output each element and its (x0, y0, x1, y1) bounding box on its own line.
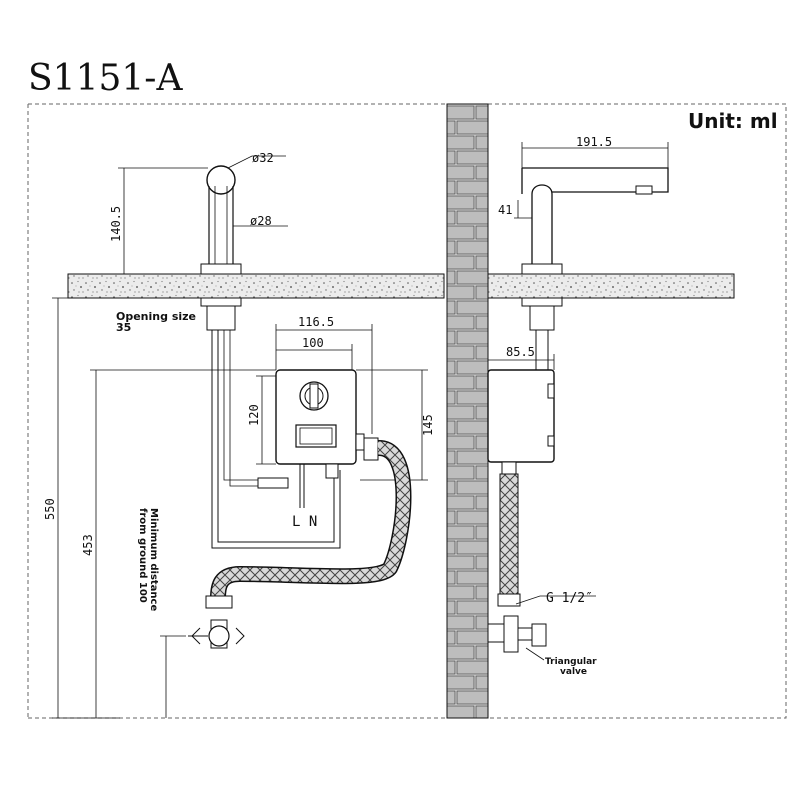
unit-label: Unit: ml (688, 109, 778, 133)
sensor-plug (257, 477, 289, 489)
dim-453: 453 (81, 534, 95, 556)
dim-box-height: 120 (247, 404, 261, 426)
side-view: 191.5 41 85.5 G 1/2″ Triangular valve (487, 135, 735, 677)
valve-label-line2: valve (560, 667, 587, 677)
faucet-head-icon (206, 165, 236, 195)
dim-550: 550 (43, 498, 57, 520)
min-distance-line1: Minimum distance (148, 508, 159, 611)
hose-nut (205, 595, 233, 609)
dim-top-diameter: ø32 (252, 151, 274, 165)
dim-box-depth: 85.5 (506, 345, 535, 359)
min-distance-line2: from ground 100 (137, 508, 148, 603)
dim-box-inner-width: 100 (302, 336, 324, 350)
power-labels: L N (292, 514, 317, 530)
thread-label: G 1/2″ (546, 591, 593, 606)
brick-wall (446, 103, 489, 719)
dim-spout-length: 191.5 (576, 135, 612, 149)
opening-size-label: Opening size (116, 310, 196, 323)
side-countertop (487, 273, 735, 299)
faucet-base (200, 263, 242, 275)
front-view-frame (27, 103, 445, 719)
dim-spout-thickness: 41 (498, 203, 512, 217)
spout-outlet (635, 185, 653, 195)
triangular-valve (503, 615, 519, 653)
front-view: 140.5 ø32 ø28 Opening size 35 116.5 100 … (43, 151, 445, 719)
dim-height-above-counter: 140.5 (109, 206, 123, 242)
side-braided-hose (499, 473, 519, 595)
dim-box-outer-width: 116.5 (298, 315, 334, 329)
side-control-box (487, 369, 555, 463)
side-view-frame (488, 103, 787, 719)
opening-size-value: 35 (116, 321, 131, 334)
countertop (67, 273, 445, 299)
dim-box-total-height: 145 (421, 414, 435, 436)
dim-stem-diameter: ø28 (250, 214, 272, 228)
model-title: S1151-A (28, 58, 183, 99)
valve-label-line1: Triangular (545, 657, 597, 667)
